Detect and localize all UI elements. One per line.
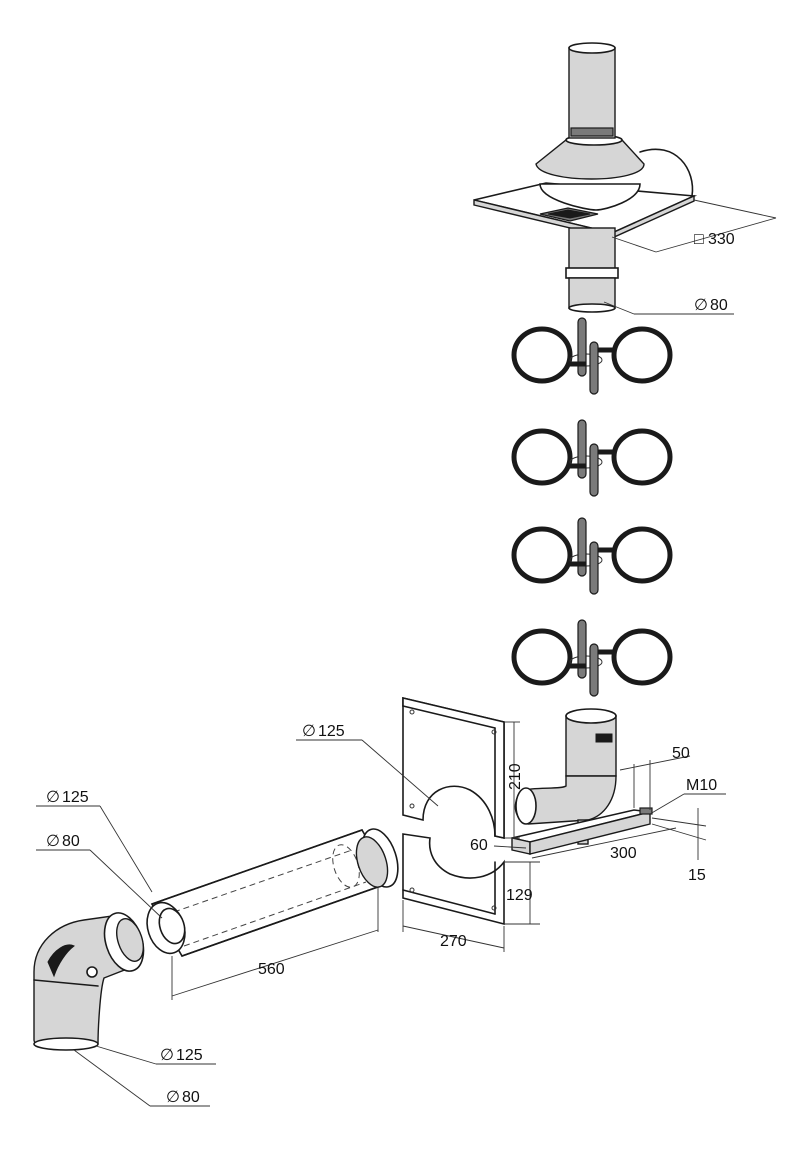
dia-80-roof-label: 80 bbox=[710, 297, 728, 314]
dia-125-pipe-label: 125 bbox=[62, 789, 89, 806]
dimension-dia125-elbow: ∅ 125 bbox=[95, 1045, 216, 1065]
diameter-symbol: ∅ bbox=[694, 297, 708, 314]
dim-60-label: 60 bbox=[470, 837, 488, 854]
wall-plate-upper bbox=[402, 696, 505, 839]
diameter-symbol: ∅ bbox=[46, 833, 60, 850]
dimension-dia125-pipe: ∅ 125 bbox=[36, 789, 153, 893]
pipe-clamp bbox=[511, 419, 673, 497]
dim-300-label: 300 bbox=[610, 845, 637, 862]
wall-plate-dimensions: 210 129 270 bbox=[402, 721, 540, 952]
dia-80-elbow-label: 80 bbox=[182, 1089, 200, 1106]
dim-330-label: 330 bbox=[708, 231, 735, 248]
pipe-clamp bbox=[511, 317, 673, 395]
pipe-clamp bbox=[511, 517, 673, 595]
diameter-symbol: ∅ bbox=[160, 1047, 174, 1064]
diameter-symbol: ∅ bbox=[302, 723, 316, 740]
concentric-elbow bbox=[33, 912, 145, 1051]
dia-125-plate-label: 125 bbox=[318, 723, 345, 740]
dim-270-label: 270 bbox=[440, 933, 467, 950]
dimension-dia80-roof: ∅ 80 bbox=[603, 297, 734, 315]
thread-m10-label: M10 bbox=[686, 777, 717, 794]
dimension-dia80-pipe: ∅ 80 bbox=[36, 833, 163, 919]
support-elbow bbox=[511, 708, 653, 855]
concentric-pipe bbox=[146, 828, 399, 957]
dia-80-pipe-label: 80 bbox=[62, 833, 80, 850]
diameter-symbol: ∅ bbox=[166, 1089, 180, 1106]
dimension-330: □ 330 bbox=[611, 199, 777, 253]
square-symbol: □ bbox=[694, 231, 704, 248]
dim-210-label: 210 bbox=[507, 763, 524, 790]
wall-plate-lower bbox=[402, 833, 505, 926]
bracket-dimensions: 50 M10 15 60 300 bbox=[470, 745, 726, 884]
dim-129-label: 129 bbox=[506, 887, 533, 904]
roof-terminal bbox=[473, 42, 698, 313]
pipe-clamps bbox=[511, 317, 673, 697]
dimension-dia80-elbow: ∅ 80 bbox=[73, 1049, 210, 1107]
dim-50-label: 50 bbox=[672, 745, 690, 762]
dim-560-label: 560 bbox=[258, 961, 285, 978]
diameter-symbol: ∅ bbox=[46, 789, 60, 806]
dimension-560: 560 bbox=[171, 888, 379, 1000]
dia-125-elbow-label: 125 bbox=[176, 1047, 203, 1064]
pipe-clamp bbox=[511, 619, 673, 697]
dim-15-label: 15 bbox=[688, 867, 706, 884]
dimension-dia125-plate: ∅ 125 bbox=[296, 723, 439, 807]
